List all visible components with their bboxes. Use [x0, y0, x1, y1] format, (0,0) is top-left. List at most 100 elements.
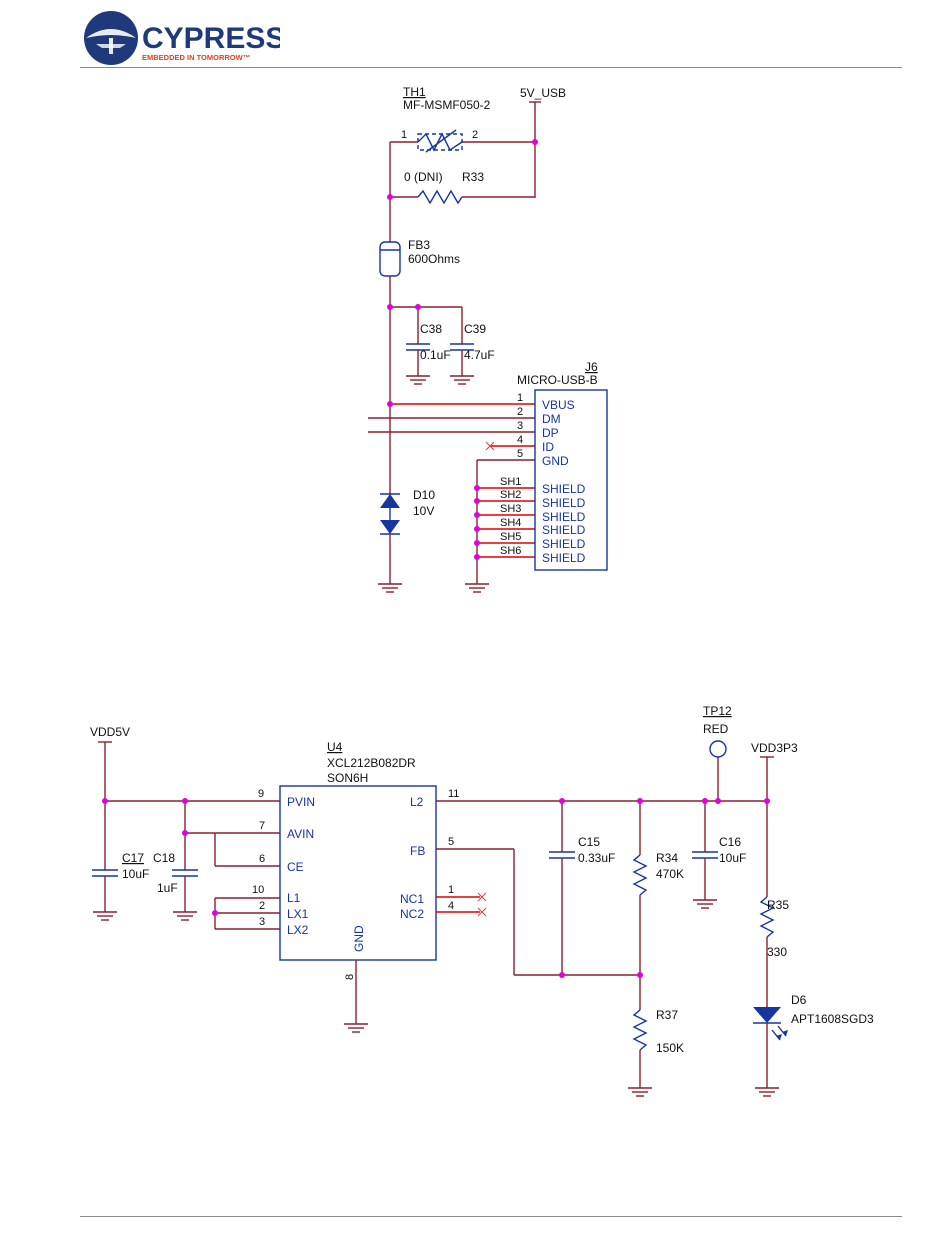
cypress-logo: CYPRESS EMBEDDED IN TOMORROW™	[80, 8, 285, 68]
capacitor-c38: C38 0.1uF	[406, 322, 451, 362]
j6-pin-1: 1 VBUS	[517, 392, 575, 412]
svg-text:SH3: SH3	[500, 503, 521, 515]
u4-pin-nc2: 4 NC2	[400, 900, 454, 921]
u4-part: XCL212B082DR	[327, 756, 416, 770]
svg-text:PVIN: PVIN	[287, 795, 315, 809]
header-divider	[80, 67, 902, 68]
d6-ref: D6	[791, 993, 807, 1007]
j6-shield-1: SH1 SHIELD	[500, 476, 586, 496]
r33-ref: R33	[462, 170, 484, 184]
svg-text:2: 2	[517, 406, 523, 418]
svg-text:VBUS: VBUS	[542, 398, 575, 412]
j6-pin-4: 4 ID	[517, 434, 554, 454]
c39-value: 4.7uF	[464, 348, 495, 362]
c17-value: 10uF	[122, 867, 149, 881]
test-point-tp12: TP12 RED	[703, 704, 732, 758]
u4-pin-l1: 10 L1	[252, 884, 301, 905]
c38-value: 0.1uF	[420, 348, 451, 362]
svg-text:SHIELD: SHIELD	[542, 482, 586, 496]
ground-icon	[693, 899, 717, 909]
net-label-5v-usb: 5V_USB	[520, 86, 566, 100]
j6-ref: J6	[585, 360, 598, 374]
ground-icon	[93, 911, 117, 921]
ferrite-bead-fb3: FB3 600Ohms	[379, 238, 460, 277]
svg-text:3: 3	[259, 916, 265, 928]
svg-text:NC2: NC2	[400, 907, 424, 921]
svg-text:11: 11	[448, 788, 459, 800]
u4-pin-avin: 7 AVIN	[259, 820, 314, 841]
j6-shield-2: SH2 SHIELD	[500, 489, 586, 510]
svg-text:SHIELD: SHIELD	[542, 510, 586, 524]
svg-text:LX1: LX1	[287, 907, 309, 921]
tp12-ref: TP12	[703, 704, 732, 718]
u4-pin-lx2: 3 LX2	[259, 916, 309, 937]
capacitor-c15: C15 0.33uF	[549, 835, 615, 865]
svg-text:5: 5	[448, 836, 454, 848]
d10-ref: D10	[413, 488, 435, 502]
r37-ref: R37	[656, 1008, 678, 1022]
connector-j6: J6 MICRO-USB-B 1 VBUS 2 DM 3 DP 4 ID 5 G…	[500, 360, 608, 571]
j6-pin-2: 2 DM	[517, 406, 561, 426]
u4-pin-lx1: 2 LX1	[259, 900, 309, 921]
j6-part: MICRO-USB-B	[517, 373, 598, 387]
r34-value: 470K	[656, 867, 684, 881]
svg-text:CE: CE	[287, 860, 304, 874]
th1-ref: TH1	[403, 85, 426, 99]
fb3-value: 600Ohms	[408, 252, 460, 266]
svg-text:SH5: SH5	[500, 531, 521, 543]
c38-ref: C38	[420, 322, 442, 336]
svg-text:SHIELD: SHIELD	[542, 523, 586, 537]
c39-ref: C39	[464, 322, 486, 336]
c18-value: 1uF	[157, 881, 178, 895]
svg-text:6: 6	[259, 853, 265, 865]
led-d6: D6 APT1608SGD3	[753, 993, 874, 1041]
capacitor-c39: C39 4.7uF	[450, 322, 495, 362]
u4-ref: U4	[327, 740, 343, 754]
u4-pin-fb: 5 FB	[410, 836, 454, 858]
c16-ref: C16	[719, 835, 741, 849]
svg-text:FB: FB	[410, 844, 425, 858]
capacitor-c18: C18 1uF	[153, 851, 198, 895]
svg-text:DP: DP	[542, 426, 559, 440]
svg-text:1: 1	[448, 884, 454, 896]
ground-icon	[755, 1087, 779, 1097]
u4-pin-pvin: 9 PVIN	[258, 788, 315, 809]
net-label-vdd3p3: VDD3P3	[751, 741, 798, 755]
svg-text:9: 9	[258, 788, 264, 800]
r33-value: 0 (DNI)	[404, 170, 443, 184]
th1-part: MF-MSMF050-2	[403, 98, 491, 112]
capacitor-c17: C17 10uF	[92, 851, 149, 881]
ic-u4: U4 XCL212B082DR SON6H 9 PVIN 7 AVIN 6 CE…	[252, 740, 459, 980]
u4-pin-nc1: 1 NC1	[400, 884, 454, 906]
svg-text:DM: DM	[542, 412, 561, 426]
resistor-r37: R37 150K	[632, 1008, 684, 1055]
svg-text:SH2: SH2	[500, 489, 521, 501]
j6-shield-4: SH4 SHIELD	[500, 517, 586, 537]
j6-shield-6: SH6 SHIELD	[500, 545, 586, 565]
footer-divider	[80, 1216, 902, 1217]
j6-pin-5: 5 GND	[517, 448, 569, 468]
svg-text:2: 2	[259, 900, 265, 912]
r37-value: 150K	[656, 1041, 684, 1055]
resistor-r33: 0 (DNI) R33	[404, 170, 484, 205]
u4-pin-ce: 6 CE	[259, 853, 304, 874]
j6-shield-3: SH3 SHIELD	[500, 503, 586, 524]
u4-pin-gnd: GND 8	[344, 925, 366, 980]
capacitor-c16: C16 10uF	[692, 835, 746, 865]
svg-text:GND: GND	[352, 925, 366, 952]
brand-tagline: EMBEDDED IN TOMORROW™	[142, 53, 250, 62]
svg-text:LX2: LX2	[287, 923, 309, 937]
c15-value: 0.33uF	[578, 851, 615, 865]
regulator-circuit: VDD5V C17 10uF C18 1uF	[90, 704, 874, 1097]
c18-ref: C18	[153, 851, 175, 865]
r34-ref: R34	[656, 851, 678, 865]
r35-ref: R35	[767, 898, 789, 912]
resistor-r34: R34 470K	[632, 851, 684, 896]
svg-text:SHIELD: SHIELD	[542, 496, 586, 510]
th1-pin1: 1	[401, 129, 407, 141]
svg-text:10: 10	[252, 884, 264, 896]
svg-text:SH4: SH4	[500, 517, 521, 529]
c15-ref: C15	[578, 835, 600, 849]
svg-text:SH1: SH1	[500, 476, 521, 488]
th1-pin2: 2	[472, 129, 478, 141]
